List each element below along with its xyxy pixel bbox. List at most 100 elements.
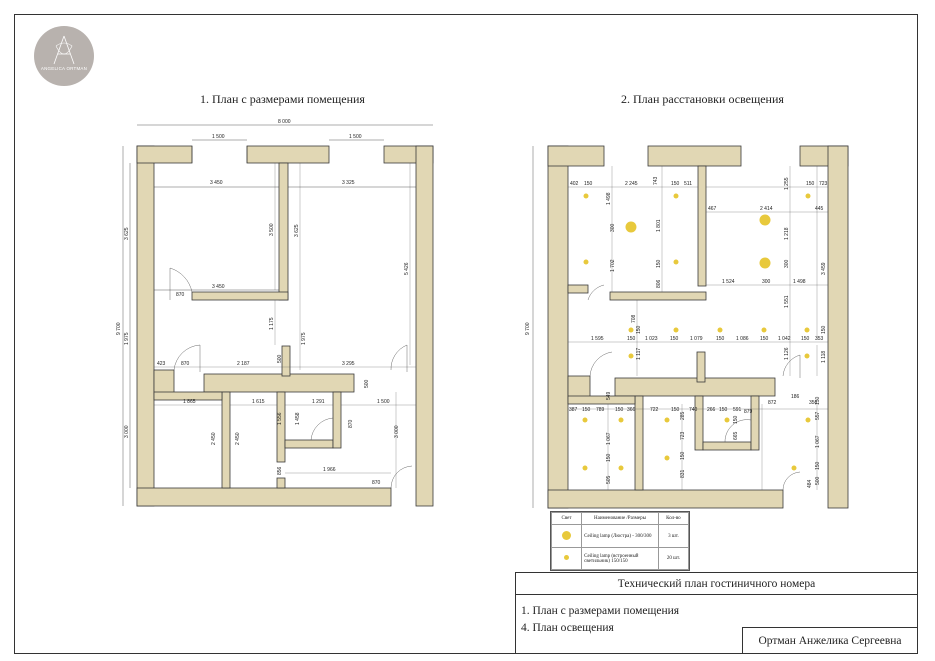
spot-lamp-icon xyxy=(673,193,679,199)
ceiling-lamp-icon xyxy=(759,214,771,226)
dim-label: 150 xyxy=(627,336,636,342)
dim-label: 708 xyxy=(631,314,637,323)
dim-label: 3 000 xyxy=(394,425,400,438)
plan2-wall-int-8 xyxy=(694,395,704,451)
dim-label: 3 450 xyxy=(210,180,223,186)
dim-label: 1 551 xyxy=(784,295,790,308)
plan2-wall-int-10 xyxy=(750,395,760,451)
dim-label: 3 000 xyxy=(124,425,130,438)
plan1-title: 1. План с размерами помещения xyxy=(200,92,365,106)
dim-label: 831 xyxy=(680,469,686,478)
dim-label: 150 xyxy=(670,336,679,342)
plan1-wall-int-3 xyxy=(153,369,175,395)
legend-row1-qty: 3 шт. xyxy=(657,523,690,549)
dim-label: 856 xyxy=(277,466,283,475)
plan2-wall-int-4 xyxy=(614,377,776,397)
dim-label: 8 000 xyxy=(278,119,291,125)
plan2-dim-labels: 9 700 402 150 2 245 743 150 511 1 255 15… xyxy=(525,176,828,488)
title-block-line-2: 4. План освещения xyxy=(521,622,614,634)
dim-label: 500 xyxy=(815,476,821,485)
plan1-dim-labels: 8 000 1 500 1 500 3 450 3 325 3 450 870 … xyxy=(116,119,410,486)
plan1-wall-int-8 xyxy=(276,391,286,463)
dim-label: 3 625 xyxy=(124,227,130,240)
dim-label: 387 xyxy=(569,407,578,413)
dim-label: 150 xyxy=(806,181,815,187)
dim-label: 467 xyxy=(708,206,717,212)
dim-label: 500 xyxy=(277,354,283,363)
dim-label: 266 xyxy=(707,407,716,413)
dim-label: 3 325 xyxy=(342,180,355,186)
dim-label: 150 xyxy=(584,181,593,187)
dim-label: 743 xyxy=(653,176,659,185)
dim-label: 150 xyxy=(671,181,680,187)
spot-lamp-icon xyxy=(717,327,723,333)
plan1-wall-top-a xyxy=(136,145,193,164)
lighting-legend: Свет Наименование /Размеры Кол-во Ceilin… xyxy=(550,511,690,571)
plan1-wall-int-4 xyxy=(203,373,355,393)
plan2-lamps xyxy=(582,193,811,471)
dim-label: 1 498 xyxy=(606,192,612,205)
dim-label: 1 117 xyxy=(636,348,642,360)
dim-label: 806 xyxy=(656,279,662,288)
dim-label: 150 xyxy=(636,325,642,334)
dim-label: 9 700 xyxy=(525,322,531,335)
dim-label: 1 079 xyxy=(690,336,703,342)
plan1-wall-int-6 xyxy=(221,391,231,489)
dim-label: 1 498 xyxy=(793,279,806,285)
spot-lamp-icon xyxy=(673,259,679,265)
dim-label: 549 xyxy=(606,391,612,400)
dim-label: 1 118 xyxy=(821,351,827,363)
dim-label: 870 xyxy=(348,419,354,428)
plan2-wall-int-6 xyxy=(634,395,644,491)
spot-lamp-icon xyxy=(805,417,811,423)
spot-lamp-icon xyxy=(582,417,588,423)
dim-label: 1 524 xyxy=(722,279,735,285)
legend-col-name: Наименование /Размеры xyxy=(581,512,659,525)
dim-label: 1 067 xyxy=(815,435,821,448)
dim-label: 150 xyxy=(606,453,612,462)
dim-label: 150 xyxy=(716,336,725,342)
dim-label: 402 xyxy=(570,181,579,187)
dim-label: 186 xyxy=(791,394,800,400)
plan2-wall-int-9 xyxy=(702,441,752,451)
legend-col-qty: Кол-во xyxy=(657,512,690,525)
dim-label: 1 042 xyxy=(778,336,791,342)
dim-label: 1 702 xyxy=(610,259,616,272)
dim-label: 870 xyxy=(176,292,185,298)
plan2-wall-int-11 xyxy=(567,284,589,294)
dim-label: 723 xyxy=(680,431,686,440)
legend-row1-name: Ceiling lamp (Люстра) - 300/300 xyxy=(581,523,659,549)
dim-label: 2 450 xyxy=(235,432,241,445)
dim-label: 356 xyxy=(809,400,818,406)
dim-label: 3 295 xyxy=(342,361,355,367)
dim-label: 1 500 xyxy=(377,399,390,405)
plan1-walls xyxy=(136,145,434,507)
dim-label: 723 xyxy=(819,181,828,187)
ceiling-lamp-icon xyxy=(759,257,771,269)
spot-lamp-icon xyxy=(673,327,679,333)
dim-label: 300 xyxy=(762,279,771,285)
plan2-wall-int-1 xyxy=(697,165,707,287)
ceiling-lamp-icon xyxy=(625,221,637,233)
dim-label: 1 126 xyxy=(784,347,790,360)
plan2-doors xyxy=(587,284,801,491)
plan2-wall-top-a xyxy=(547,145,605,167)
ceiling-lamp-icon xyxy=(562,530,572,540)
dim-label: 1 966 xyxy=(323,467,336,473)
dim-label: 1 556 xyxy=(277,412,283,425)
dim-label: 150 xyxy=(671,407,680,413)
dim-label: 150 xyxy=(815,461,821,470)
dim-label: 3 625 xyxy=(294,224,300,237)
spot-lamp-icon xyxy=(761,327,767,333)
title-block-author: Ортман Анжелика Сергеевна xyxy=(742,627,917,653)
spot-lamp-icon xyxy=(664,417,670,423)
spot-lamp-icon xyxy=(582,465,588,471)
plan1-doors xyxy=(169,146,413,489)
dim-label: 1 291 xyxy=(312,399,325,405)
plan2-title: 2. План расстановки освещения xyxy=(621,92,784,106)
plan2-wall-top-b xyxy=(647,145,742,167)
dim-label: 3 500 xyxy=(269,223,275,236)
plan1-wall-int-2 xyxy=(191,291,289,301)
dim-label: 1 218 xyxy=(784,227,790,240)
dim-label: 150 xyxy=(760,336,769,342)
